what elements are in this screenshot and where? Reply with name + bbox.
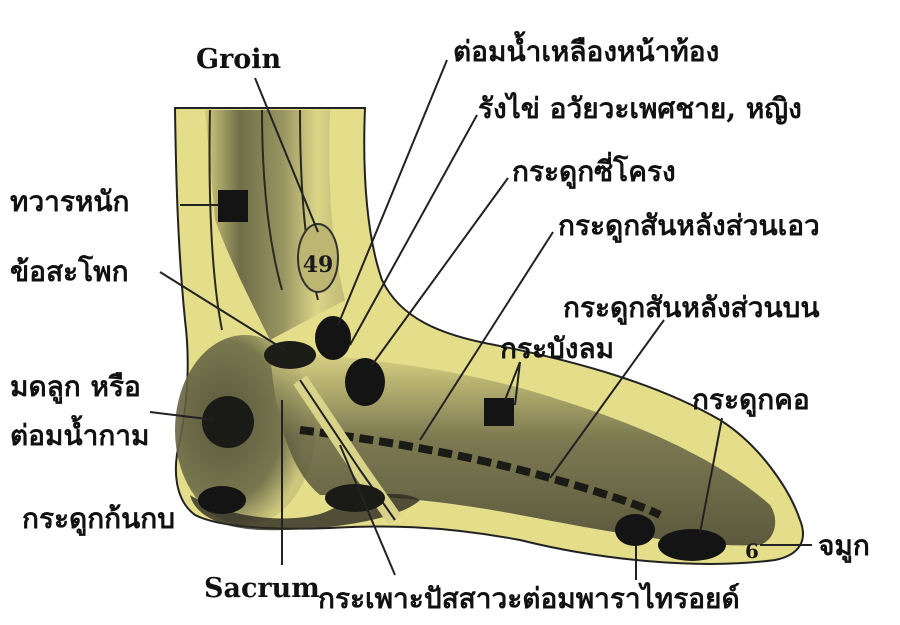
label-ribs: กระดูกซี่โครง (512, 158, 676, 186)
uterus-point (202, 396, 254, 448)
label-lumbar-spine: กระดูกสันหลังส่วนเอว (558, 212, 820, 240)
hip-point (264, 341, 316, 369)
marker-6: 6 (745, 539, 759, 563)
label-neck-bone: กระดูกคอ (692, 386, 810, 414)
label-ovary-genitals: รังไข่ อวัยวะเพศชาย, หญิง (478, 95, 802, 123)
label-groin: Groin (196, 46, 281, 73)
toe-point (658, 529, 726, 561)
label-anus: ทวารหนัก (10, 188, 130, 216)
anus-point (218, 190, 248, 222)
diaphragm-point (484, 398, 514, 426)
label-nose: จมูก (818, 532, 870, 560)
neck-point (615, 514, 655, 546)
marker-49: 49 (303, 252, 334, 278)
label-uterus-1: มดลูก หรือ (10, 373, 141, 401)
label-upper-spine: กระดูกสันหลังส่วนบน (563, 294, 820, 322)
lymph-point (315, 316, 351, 360)
label-lymph-abdomen: ต่อมน้ำเหลืองหน้าท้อง (453, 38, 719, 66)
label-sacrum: Sacrum (204, 575, 320, 602)
label-diaphragm: กระบังลม (500, 335, 614, 363)
label-hip-joint: ข้อสะโพก (10, 258, 129, 286)
ribs-point (345, 358, 385, 406)
coccyx-point (198, 486, 246, 514)
label-uterus-2: ต่อมน้ำกาม (10, 422, 149, 450)
label-coccyx: กระดูกก้นกบ (22, 505, 175, 533)
label-bladder-parathyroid: กระเพาะปัสสาวะต่อมพาราไทรอยด์ (318, 585, 740, 613)
sacrum-point (325, 484, 385, 512)
